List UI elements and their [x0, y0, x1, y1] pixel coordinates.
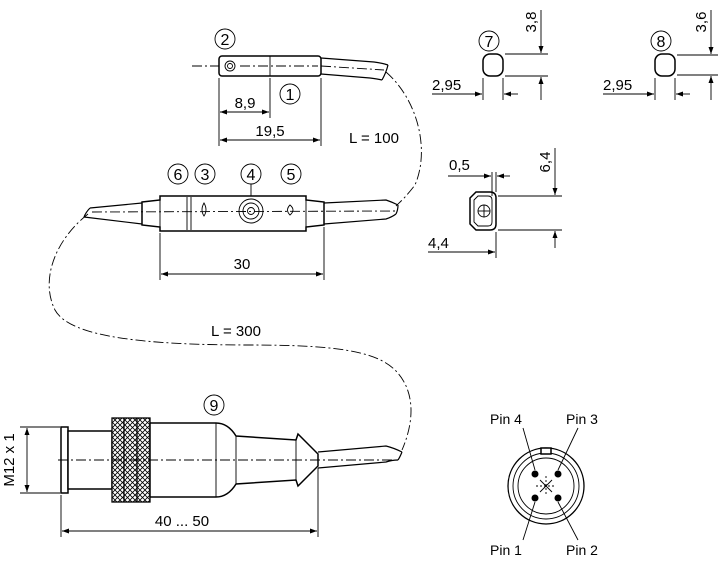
svg-text:L = 300: L = 300 [211, 323, 261, 340]
svg-text:3,6: 3,6 [693, 12, 710, 33]
callout-3: 3 [194, 163, 216, 185]
svg-text:8: 8 [657, 34, 666, 51]
callout-9: 9 [203, 394, 225, 416]
svg-text:7: 7 [485, 34, 494, 51]
cable-l100: L = 100 [349, 71, 422, 207]
svg-text:8,9: 8,9 [235, 95, 256, 112]
svg-text:4: 4 [247, 167, 256, 184]
dimension-19-5: 19,5 [220, 78, 322, 146]
pin-3-dot [554, 470, 562, 478]
callout-2: 2 [214, 28, 236, 50]
callout-4: 4 [240, 163, 262, 196]
svg-text:3,8: 3,8 [523, 12, 540, 33]
svg-text:M12 x 1: M12 x 1 [1, 433, 18, 486]
dimension-30: 30 [159, 227, 325, 280]
detail-socket: 0,5 6,4 4,4 [428, 148, 562, 258]
svg-text:30: 30 [234, 256, 251, 273]
pin-1-label: Pin 1 [490, 542, 522, 558]
cable-l300: L = 300 [48, 213, 412, 451]
svg-text:3: 3 [201, 167, 210, 184]
pin-2-dot [554, 494, 562, 502]
callout-5: 5 [280, 163, 302, 185]
svg-text:L = 100: L = 100 [349, 130, 399, 147]
pin-3-label: Pin 3 [566, 411, 598, 427]
svg-text:2: 2 [221, 32, 230, 49]
dimension-40-50: 40 ... 50 [60, 468, 319, 537]
pinout-diagram: Pin 4 Pin 3 Pin 1 Pin 2 [490, 411, 598, 558]
svg-text:6,4: 6,4 [537, 152, 554, 173]
svg-text:2,95: 2,95 [603, 77, 632, 94]
svg-text:40 ... 50: 40 ... 50 [155, 513, 209, 530]
dimension-8-9: 8,9 [218, 78, 271, 146]
inline-housing [83, 195, 399, 232]
detail-7: 7 3,8 2,95 [432, 10, 548, 100]
m12-connector [58, 417, 403, 503]
svg-text:6: 6 [174, 167, 183, 184]
pin-4-label: Pin 4 [490, 411, 522, 427]
svg-text:5: 5 [287, 167, 296, 184]
dimension-m12: M12 x 1 [1, 426, 60, 494]
pin-2-label: Pin 2 [566, 542, 598, 558]
callout-1: 1 [279, 83, 301, 105]
callout-6: 6 [167, 163, 189, 185]
svg-text:4,4: 4,4 [428, 235, 449, 252]
sensor-cable-end [320, 57, 389, 81]
sensor-body [192, 55, 322, 77]
svg-text:0,5: 0,5 [449, 157, 470, 174]
pin-4-dot [531, 470, 539, 478]
detail-8: 8 3,6 2,95 [603, 10, 718, 100]
pin-1-dot [531, 494, 539, 502]
svg-text:19,5: 19,5 [255, 123, 284, 140]
svg-text:1: 1 [286, 87, 295, 104]
svg-text:9: 9 [210, 398, 219, 415]
svg-text:2,95: 2,95 [432, 77, 461, 94]
